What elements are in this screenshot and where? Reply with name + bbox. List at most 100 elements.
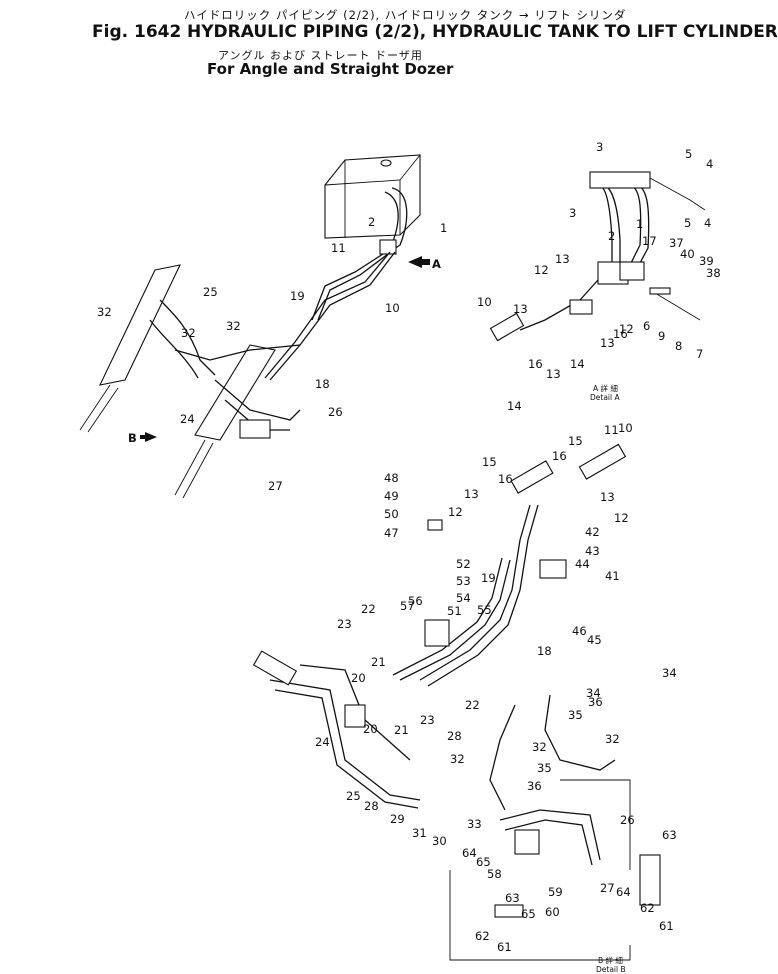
exploded-callout-27: 19 xyxy=(481,571,496,585)
main-callout-5: 18 xyxy=(315,377,330,391)
exploded-callout-67: 62 xyxy=(475,929,490,943)
exploded-callout-1: 11 xyxy=(604,423,619,437)
main-callout-8: 32 xyxy=(181,326,196,340)
detail-a-callout-13: 13 xyxy=(513,302,528,316)
main-callout-2: 11 xyxy=(331,241,346,255)
exploded-callout-64: 60 xyxy=(545,905,560,919)
detail-a-callout-9: 37 xyxy=(669,236,684,250)
main-callout-7: 32 xyxy=(97,305,112,319)
exploded-callout-51: 35 xyxy=(537,761,552,775)
exploded-callout-53: 34 xyxy=(662,666,677,680)
detail-a-callout-18: 16 xyxy=(528,357,543,371)
exploded-callout-46: 32 xyxy=(605,732,620,746)
exploded-callout-47: 34 xyxy=(586,686,601,700)
exploded-callout-17: 41 xyxy=(605,569,620,583)
exploded-callout-2: 10 xyxy=(618,421,633,435)
main-callout-9: 32 xyxy=(226,319,241,333)
detail-b-caption: Detail B xyxy=(596,965,626,974)
title-english: HYDRAULIC PIPING (2/2), HYDRAULIC TANK T… xyxy=(187,22,778,42)
exploded-callout-40: 28 xyxy=(364,799,379,813)
detail-a-callout-20: 14 xyxy=(507,399,522,413)
main-callout-12: 27 xyxy=(268,479,283,493)
exploded-callout-65: 62 xyxy=(640,901,655,915)
exploded-callout-16: 44 xyxy=(575,557,590,571)
detail-a-callout-11: 39 xyxy=(699,254,714,268)
exploded-callout-57: 65 xyxy=(476,855,491,869)
detail-a-callout-26: 14 xyxy=(570,357,585,371)
exploded-callout-18: 46 xyxy=(572,624,587,638)
exploded-callout-3: 15 xyxy=(482,455,497,469)
view-b-label: B xyxy=(128,431,137,445)
exploded-callout-68: 61 xyxy=(497,940,512,954)
detail-a-callout-19: 13 xyxy=(600,336,615,350)
exploded-callout-19: 45 xyxy=(587,633,602,647)
detail-a-callout-17: 10 xyxy=(477,295,492,309)
exploded-callout-25: 51 xyxy=(447,604,462,618)
exploded-callout-9: 12 xyxy=(614,511,629,525)
detail-a-callout-22: 9 xyxy=(658,329,665,343)
exploded-callout-11: 49 xyxy=(384,489,399,503)
exploded-callout-42: 31 xyxy=(412,826,427,840)
detail-a-callout-16: 12 xyxy=(619,322,634,336)
detail-a-jp-caption: A 詳 細 xyxy=(593,383,618,393)
main-callout-4: 19 xyxy=(290,289,305,303)
exploded-callout-61: 27 xyxy=(600,881,615,895)
detail-a-callout-12: 38 xyxy=(706,266,721,280)
exploded-callout-43: 30 xyxy=(432,834,447,848)
main-callout-1: 2 xyxy=(368,215,375,229)
title-japanese: ハイドロリック パイピング (2/2), ハイドロリック タンク → リフト シ… xyxy=(184,8,627,22)
exploded-callout-8: 13 xyxy=(600,490,615,504)
main-callout-11: 26 xyxy=(328,405,343,419)
exploded-callout-50: 32 xyxy=(532,740,547,754)
detail-a-callout-3: 4 xyxy=(706,157,713,171)
detail-a-callout-24: 7 xyxy=(696,347,703,361)
detail-a-callout-27: 16 xyxy=(613,327,628,341)
exploded-callout-30: 22 xyxy=(361,602,376,616)
exploded-callout-33: 20 xyxy=(363,722,378,736)
main-callout-3: 10 xyxy=(385,301,400,315)
exploded-callout-56: 64 xyxy=(462,846,477,860)
detail-a-callout-1: 3 xyxy=(569,206,576,220)
exploded-callout-24: 57 xyxy=(400,599,415,613)
exploded-callout-5: 16 xyxy=(498,472,513,486)
exploded-callout-6: 13 xyxy=(464,487,479,501)
exploded-callout-21: 53 xyxy=(456,574,471,588)
exploded-callout-28: 18 xyxy=(537,644,552,658)
exploded-view-drawing xyxy=(252,443,661,961)
exploded-callout-39: 25 xyxy=(346,789,361,803)
exploded-callout-23: 56 xyxy=(408,594,423,608)
exploded-callout-48: 36 xyxy=(588,695,603,709)
detail-a-callout-5: 4 xyxy=(704,216,711,230)
view-b-arrow-icon xyxy=(140,432,157,442)
detail-a-callout-10: 40 xyxy=(680,247,695,261)
exploded-callout-59: 63 xyxy=(505,891,520,905)
detail-a-drawing xyxy=(489,171,706,342)
exploded-callout-36: 23 xyxy=(420,713,435,727)
exploded-callout-38: 28 xyxy=(447,729,462,743)
exploded-callout-7: 12 xyxy=(448,505,463,519)
exploded-callout-10: 48 xyxy=(384,471,399,485)
exploded-callout-32: 20 xyxy=(351,671,366,685)
detail-a-callout-15: 13 xyxy=(555,252,570,266)
exploded-callout-45: 32 xyxy=(450,752,465,766)
exploded-callout-26: 55 xyxy=(477,603,492,617)
figure-number: Fig. 1642 xyxy=(92,22,182,42)
exploded-callout-49: 35 xyxy=(568,708,583,722)
main-callout-10: 24 xyxy=(180,412,195,426)
detail-a-callout-8: 17 xyxy=(642,234,657,248)
main-callout-0: 1 xyxy=(440,221,447,235)
exploded-callout-63: 65 xyxy=(521,907,536,921)
main-callout-6: 25 xyxy=(203,285,218,299)
exploded-callout-44: 33 xyxy=(467,817,482,831)
detail-a-callout-0: 3 xyxy=(596,140,603,154)
parts-diagram-page: Fig. 1642 ハイドロリック パイピング (2/2), ハイドロリック タ… xyxy=(79,8,778,974)
detail-a-callout-14: 12 xyxy=(534,263,549,277)
exploded-callout-13: 47 xyxy=(384,526,399,540)
exploded-callout-60: 59 xyxy=(548,885,563,899)
detail-a-callout-6: 1 xyxy=(636,217,643,231)
subtitle-english: For Angle and Straight Dozer xyxy=(207,60,454,78)
